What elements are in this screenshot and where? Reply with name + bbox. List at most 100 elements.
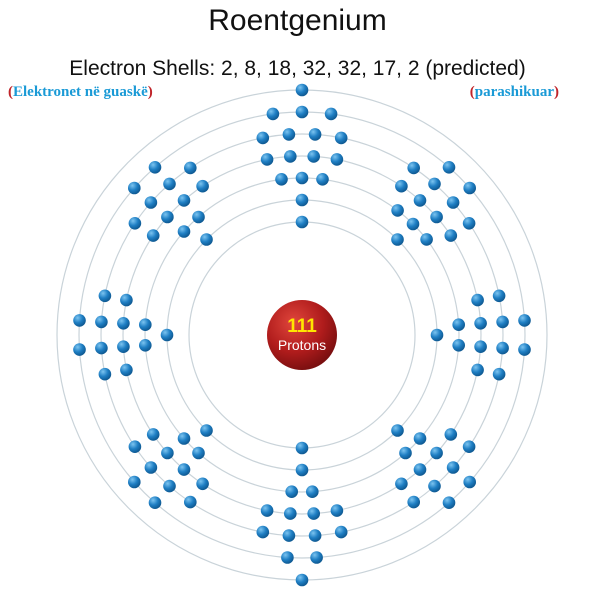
nucleus-circle: [267, 300, 337, 370]
electron-shell-4: [260, 153, 274, 166]
electron-shell-4: [117, 340, 130, 354]
orbit-ring-5: [100, 133, 504, 537]
electron-shell-2: [430, 328, 444, 342]
electron-shell-4: [430, 446, 443, 460]
electron-shell-2: [391, 233, 404, 246]
annotation-left: (Elektronet në guaskë): [8, 84, 153, 101]
electron-shell-2: [295, 193, 309, 207]
electron-shell-4: [307, 507, 321, 520]
electron-shell-2: [295, 463, 309, 477]
electron-shell-5: [308, 529, 322, 542]
electron-shell-4: [444, 428, 458, 441]
electron-shell-2: [200, 424, 213, 437]
electron-shell-6: [442, 496, 456, 510]
electron-shell-6: [148, 161, 162, 174]
element-title: Roentgenium: [208, 4, 387, 37]
electron-shell-3: [177, 225, 191, 238]
electron-shell-3: [192, 446, 205, 460]
electron-shell-4: [161, 210, 174, 224]
annotation-right-close: ): [554, 84, 559, 100]
electron-shell-3: [139, 339, 152, 352]
electron-shell-5: [144, 196, 158, 209]
proton-count: 111: [287, 316, 317, 337]
electron-shell-5: [282, 128, 296, 141]
electron-shell-6: [518, 343, 531, 356]
electron-shell-4: [196, 477, 209, 491]
electron-shell-5: [308, 128, 322, 141]
electron-shell-4: [146, 229, 160, 242]
electron-shell-5: [128, 217, 142, 230]
electron-shell-5: [184, 161, 197, 175]
electron-shell-5: [428, 177, 441, 191]
electron-shell-5: [95, 341, 108, 355]
electron-shell-5: [256, 525, 270, 539]
electron-shell-5: [184, 495, 197, 509]
electron-shell-4: [260, 504, 274, 517]
electron-shell-5: [334, 131, 348, 145]
electron-shell-4: [430, 210, 443, 224]
electron-shell-5: [144, 461, 158, 474]
annotation-left-text: Elektronet në guaskë: [13, 84, 148, 100]
electron-shell-6: [442, 161, 456, 174]
electron-shell-4: [474, 340, 487, 354]
electron-shell-5: [496, 315, 509, 329]
electron-shell-3: [413, 432, 427, 445]
annotation-left-close: ): [147, 84, 153, 100]
electron-shell-2: [160, 328, 174, 342]
electron-shell-6: [295, 105, 309, 119]
electron-shell-4: [330, 504, 344, 517]
electron-shell-4: [474, 317, 487, 330]
electron-shell-3: [391, 204, 404, 217]
electron-shell-5: [428, 479, 441, 493]
electron-shell-3: [275, 173, 288, 186]
electron-shell-5: [496, 341, 509, 355]
electron-shell-4: [444, 229, 458, 242]
electron-shell-5: [446, 461, 460, 474]
electron-shell-4: [284, 507, 297, 520]
electron-shell-3: [420, 233, 433, 246]
electron-shell-6: [73, 343, 86, 356]
electron-shell-4: [117, 317, 130, 330]
electron-shell-4: [196, 179, 209, 193]
annotation-left-open: (: [8, 84, 13, 100]
electron-shell-4: [413, 463, 427, 476]
electron-shell-4: [120, 363, 133, 377]
electron-shell-6: [310, 551, 323, 564]
electron-shell-4: [471, 363, 484, 377]
electron-shell-4: [307, 150, 321, 163]
electron-shell-4: [177, 463, 191, 476]
electron-shell-5: [446, 196, 460, 209]
electron-shell-5: [98, 367, 112, 381]
electron-shell-6: [518, 314, 531, 327]
electron-shell-3: [399, 446, 412, 460]
electron-shell-4: [395, 179, 408, 193]
electron-shell-5: [98, 289, 112, 303]
electron-shell-6: [324, 107, 338, 121]
electron-shell-3: [285, 485, 299, 499]
electron-shell-4: [330, 153, 344, 166]
electron-shell-3: [316, 173, 329, 186]
electron-shell-5: [462, 440, 476, 454]
electron-shell-5: [492, 289, 506, 303]
electron-shell-3: [452, 339, 466, 352]
electron-shell-6: [148, 496, 162, 510]
electron-shell-5: [334, 525, 348, 539]
electron-shell-5: [95, 315, 108, 329]
electron-shell-7: [295, 83, 309, 97]
electron-shell-3: [295, 171, 309, 185]
electron-shell-3: [306, 485, 319, 499]
electron-shell-1: [295, 215, 309, 229]
electron-shell-4: [284, 150, 297, 163]
electron-shell-6: [128, 475, 141, 489]
electron-shell-5: [128, 440, 142, 454]
electron-shell-5: [163, 177, 176, 191]
orbit-ring-4: [122, 155, 482, 515]
electron-shell-5: [492, 367, 506, 381]
electron-shell-5: [462, 217, 476, 230]
electron-shell-5: [282, 529, 296, 542]
electron-shell-3: [139, 318, 152, 332]
electron-shell-4: [177, 194, 191, 207]
electron-shell-5: [407, 495, 421, 509]
electron-shell-5: [407, 161, 421, 175]
